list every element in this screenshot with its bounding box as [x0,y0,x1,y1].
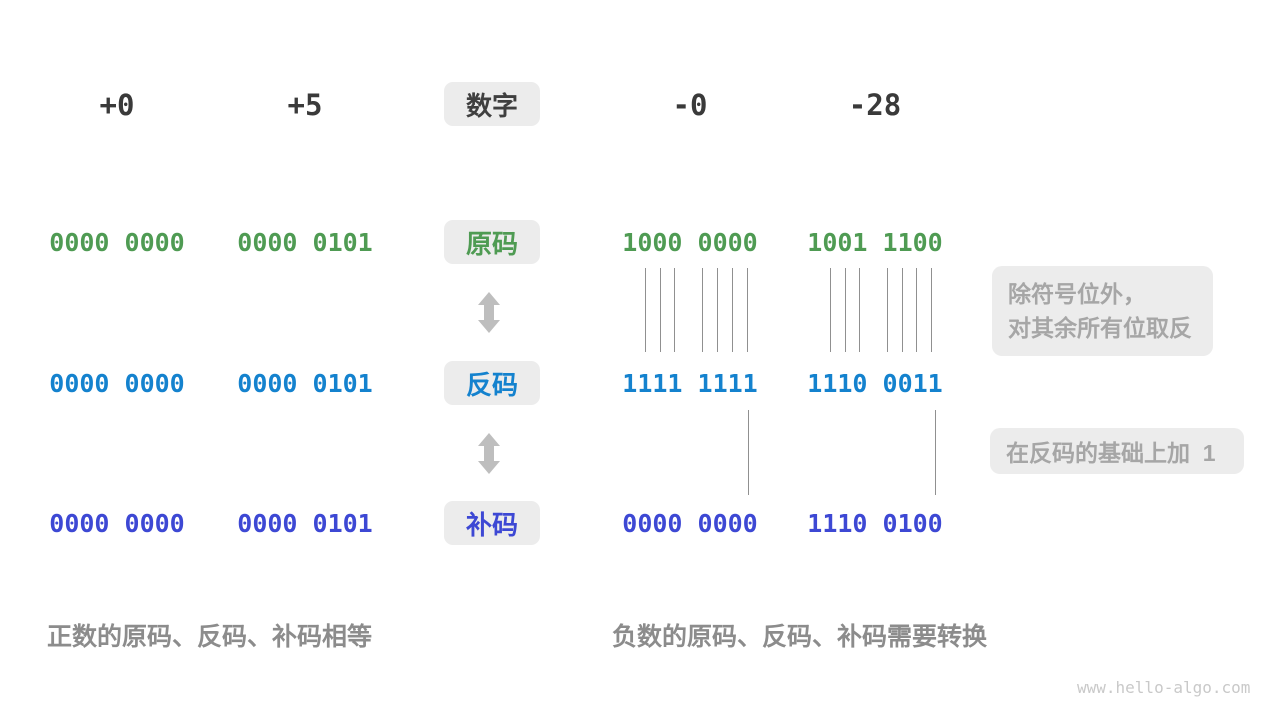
number-value-neg-28: -28 [848,88,902,122]
caption-positive-numbers: 正数的原码、反码、补码相等 [47,623,373,651]
binary-value: 1110 0011 [807,369,943,398]
bit-connector-line [732,268,733,352]
bit-connector-line [747,268,748,352]
number-value-neg-zero: -0 [672,88,708,122]
binary-value: 0000 0000 [49,509,185,538]
caption-negative-numbers: 负数的原码、反码、补码需要转换 [612,623,988,651]
bit-connector-line [748,410,749,495]
bit-connector-line [674,268,675,352]
bit-connector-line [717,268,718,352]
site-watermark: www.hello-algo.com [1077,678,1251,697]
bit-connector-line [935,410,936,495]
binary-value: 0000 0000 [49,369,185,398]
bit-connector-line [902,268,903,352]
bit-connector-line [702,268,703,352]
bit-connector-line [845,268,846,352]
binary-value: 0000 0000 [49,228,185,257]
number-value-pos-zero: +0 [99,88,135,122]
updown-arrow-icon [478,433,500,474]
bit-connector-line [830,268,831,352]
note-invert-bits: 除符号位外， 对其余所有位取反 [992,266,1213,356]
binary-value: 1001 1100 [807,228,943,257]
binary-value: 0000 0101 [237,369,373,398]
bit-connector-line [931,268,932,352]
binary-value: 1000 0000 [622,228,758,257]
bit-connector-line [887,268,888,352]
binary-value: 0000 0101 [237,228,373,257]
binary-value: 0000 0101 [237,509,373,538]
row-label-number: 数字 [444,82,540,126]
row-label-ones-complement: 反码 [444,361,540,405]
row-label-twos-complement: 补码 [444,501,540,545]
bit-connector-line [645,268,646,352]
updown-arrow-icon [478,292,500,333]
bit-connector-line [916,268,917,352]
bit-connector-line [859,268,860,352]
binary-value: 1110 0100 [807,509,943,538]
binary-value: 0000 0000 [622,509,758,538]
bit-connector-line [660,268,661,352]
note-invert-line1: 除符号位外， [1008,281,1146,307]
note-add-one: 在反码的基础上加 1 [990,428,1244,474]
binary-value: 1111 1111 [622,369,758,398]
number-value-pos-five: +5 [287,88,323,122]
note-invert-line2: 对其余所有位取反 [1008,315,1192,341]
row-label-sign-magnitude: 原码 [444,220,540,264]
